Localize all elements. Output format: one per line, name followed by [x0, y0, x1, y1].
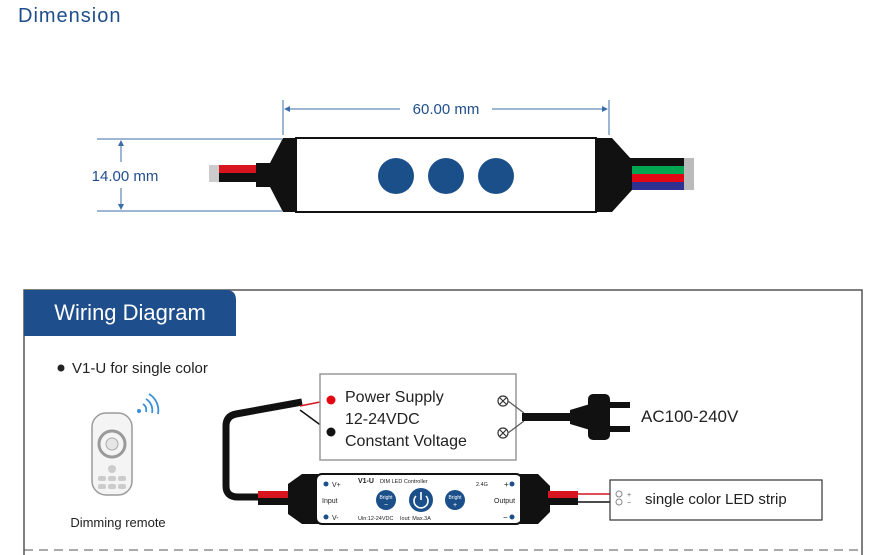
led-strip-box — [609, 479, 823, 521]
svg-text:−: − — [627, 500, 631, 507]
mini-controller — [288, 473, 550, 525]
ctrl-output-label: Output — [494, 498, 515, 505]
ctrl-subtitle: DIM LED Controller — [380, 479, 428, 485]
width-label: 60.00 mm — [413, 101, 480, 118]
button-circle-3 — [478, 158, 514, 194]
wiring-title: Wiring Diagram — [54, 300, 206, 325]
ps-negative-terminal — [326, 427, 336, 437]
led-strip-terminals: + − — [615, 490, 631, 507]
ac-plug — [507, 394, 630, 440]
bright-up-label: Bright — [448, 495, 462, 501]
button-circle-2 — [428, 158, 464, 194]
dimension-title: Dimension — [18, 5, 121, 27]
ctrl-minus: − — [503, 513, 508, 522]
bullet-dot — [57, 364, 65, 372]
bright-down-sign: − — [384, 502, 388, 509]
ac-label: AC100-240V — [641, 407, 739, 426]
bright-up-button — [445, 490, 465, 510]
bright-up-sign: + — [453, 502, 457, 509]
ps-positive-terminal — [326, 395, 336, 405]
ctrl-vplus: V+ — [332, 482, 341, 489]
ctrl-spec-vin: Uin:12-24VDC — [358, 516, 393, 522]
bright-down-label: Bright — [379, 495, 393, 501]
led-strip-label: single color LED strip — [645, 491, 787, 508]
ctrl-vminus: V- — [332, 515, 339, 522]
wireless-signal-icon — [137, 393, 160, 415]
bright-down-button — [376, 490, 396, 510]
height-label: 14.00 mm — [92, 168, 159, 185]
ps-line2: 12-24VDC — [345, 411, 420, 428]
ps-line1: Power Supply — [345, 389, 444, 406]
ctrl-input-label: Input — [322, 498, 338, 505]
wiring-title-tab — [24, 290, 236, 336]
ctrl-rf: 2.4G — [476, 482, 488, 488]
height-dimension: 14.00 mm — [92, 138, 282, 212]
wiring-frame — [23, 289, 863, 555]
ps-line3: Constant Voltage — [345, 433, 467, 450]
remote-label: Dimming remote — [70, 515, 165, 530]
svg-text:+: + — [627, 492, 631, 499]
ctrl-spec-iout: Iout: Max.3A — [400, 516, 431, 522]
remote-icon — [91, 412, 133, 496]
output-wires — [630, 158, 694, 190]
bullet-text: V1-U for single color — [72, 360, 208, 377]
ctrl-plus: + — [504, 480, 509, 489]
ctrl-model: V1-U — [358, 478, 374, 485]
input-wires — [209, 165, 257, 182]
power-supply — [319, 373, 517, 461]
dc-cable-loop — [222, 398, 303, 501]
button-circle-1 — [378, 158, 414, 194]
led-output-wires — [548, 491, 618, 505]
width-dimension: 60.00 mm — [282, 100, 610, 135]
